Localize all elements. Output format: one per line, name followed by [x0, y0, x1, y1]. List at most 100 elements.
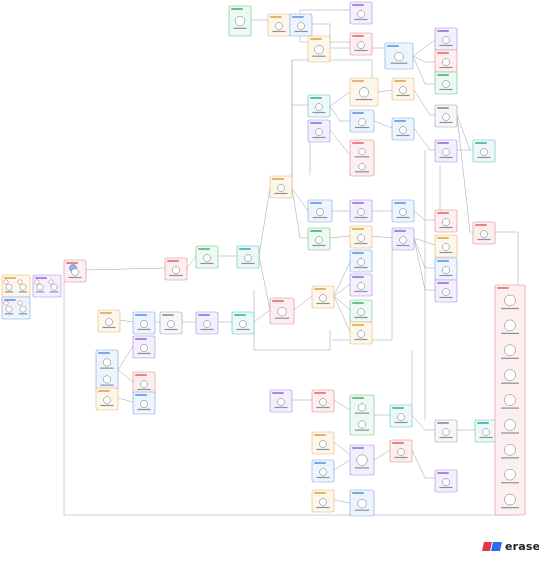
service-icon — [504, 493, 516, 506]
service-label-bar — [396, 244, 410, 247]
connector-line — [333, 459, 351, 471]
group-header-bar — [272, 178, 284, 180]
service-icon — [357, 258, 365, 266]
service-icon — [71, 268, 79, 276]
service-label-bar — [354, 429, 370, 431]
service-label-bar — [312, 244, 326, 247]
connector-line — [329, 235, 351, 239]
group-header-bar — [352, 276, 364, 278]
group-header-bar — [4, 277, 16, 279]
group-header-bar — [437, 74, 449, 76]
service-icon — [140, 344, 148, 352]
group-header-bar — [135, 374, 147, 376]
service-label-bar — [354, 412, 370, 414]
service-label-bar — [316, 476, 330, 479]
service-icon — [19, 283, 27, 291]
service-icon — [319, 398, 327, 406]
service-label-bar — [396, 94, 410, 97]
service-icon — [358, 403, 366, 412]
connector-line — [291, 187, 308, 239]
service-icon — [316, 208, 324, 216]
group-header-bar — [477, 422, 489, 424]
service-icon — [399, 236, 407, 244]
service-label-bar — [18, 291, 28, 293]
connector-line — [85, 267, 166, 271]
service-icon — [442, 58, 450, 66]
service-icon — [504, 468, 516, 481]
service-label-bar — [169, 274, 183, 277]
service-label-bar — [4, 313, 14, 315]
connector-line — [117, 397, 134, 403]
service-label-bar — [137, 328, 151, 331]
connector-line — [333, 441, 351, 456]
service-label-bar — [100, 404, 114, 407]
service-icon — [504, 444, 516, 456]
service-icon — [442, 478, 450, 486]
service-label-bar — [439, 486, 453, 489]
group-header-bar — [314, 492, 326, 494]
group-header-bar — [352, 4, 364, 6]
group-header-bar — [352, 80, 364, 82]
eraser-logo-icon — [482, 541, 502, 551]
connector-line — [413, 210, 435, 221]
service-label-bar — [316, 302, 330, 305]
group-header-bar — [437, 422, 449, 424]
legend-icon — [17, 300, 23, 306]
service-label-bar — [316, 406, 330, 409]
service-icon — [103, 396, 111, 404]
service-icon — [504, 419, 516, 431]
service-icon — [394, 51, 404, 62]
service-nodes — [3, 10, 519, 511]
group-header-bar — [392, 442, 404, 444]
service-label-bar — [354, 18, 368, 21]
group-header-bar — [35, 277, 47, 279]
group-header-bar — [310, 122, 322, 124]
group-header-bar — [437, 107, 449, 109]
service-icon — [50, 283, 58, 291]
service-label-bar — [272, 30, 286, 33]
node-group — [349, 394, 375, 436]
service-icon — [442, 266, 450, 274]
service-label-bar — [312, 136, 326, 139]
connector-line — [329, 91, 351, 107]
service-icon — [480, 230, 488, 238]
service-icon — [234, 16, 246, 27]
group-header-bar — [352, 252, 364, 254]
service-label-bar — [4, 291, 14, 293]
service-icon — [480, 148, 488, 156]
service-label-bar — [394, 421, 408, 424]
group-header-bar — [394, 230, 406, 232]
group-header-bar — [352, 35, 364, 37]
connector-line — [456, 114, 471, 151]
service-icon — [103, 375, 111, 384]
node-groups — [1, 1, 526, 517]
connector-line — [253, 309, 271, 323]
service-icon — [314, 44, 324, 55]
service-icon — [357, 330, 365, 338]
service-icon — [504, 369, 516, 381]
connector-line — [412, 55, 435, 85]
service-label-bar — [501, 357, 519, 359]
service-label-bar — [137, 408, 151, 411]
connector-line — [373, 449, 391, 461]
connector-line — [258, 255, 271, 311]
group-header-bar — [352, 142, 364, 144]
service-icon — [357, 282, 365, 290]
connector-line — [411, 449, 435, 479]
group-header-bar — [437, 142, 449, 144]
service-icon — [5, 305, 13, 313]
service-label-bar — [501, 332, 519, 335]
service-label-bar — [354, 171, 370, 173]
group-header-bar — [437, 52, 449, 54]
service-label-bar — [294, 30, 308, 33]
group-header-bar — [272, 392, 284, 394]
service-label-bar — [312, 111, 326, 114]
service-label-bar — [354, 290, 368, 293]
service-icon — [482, 428, 490, 436]
group-header-bar — [4, 299, 16, 301]
service-label-bar — [18, 313, 28, 315]
connector-line — [413, 127, 435, 151]
service-label-bar — [49, 291, 59, 293]
connector-line — [371, 235, 393, 239]
service-icon — [315, 128, 323, 136]
